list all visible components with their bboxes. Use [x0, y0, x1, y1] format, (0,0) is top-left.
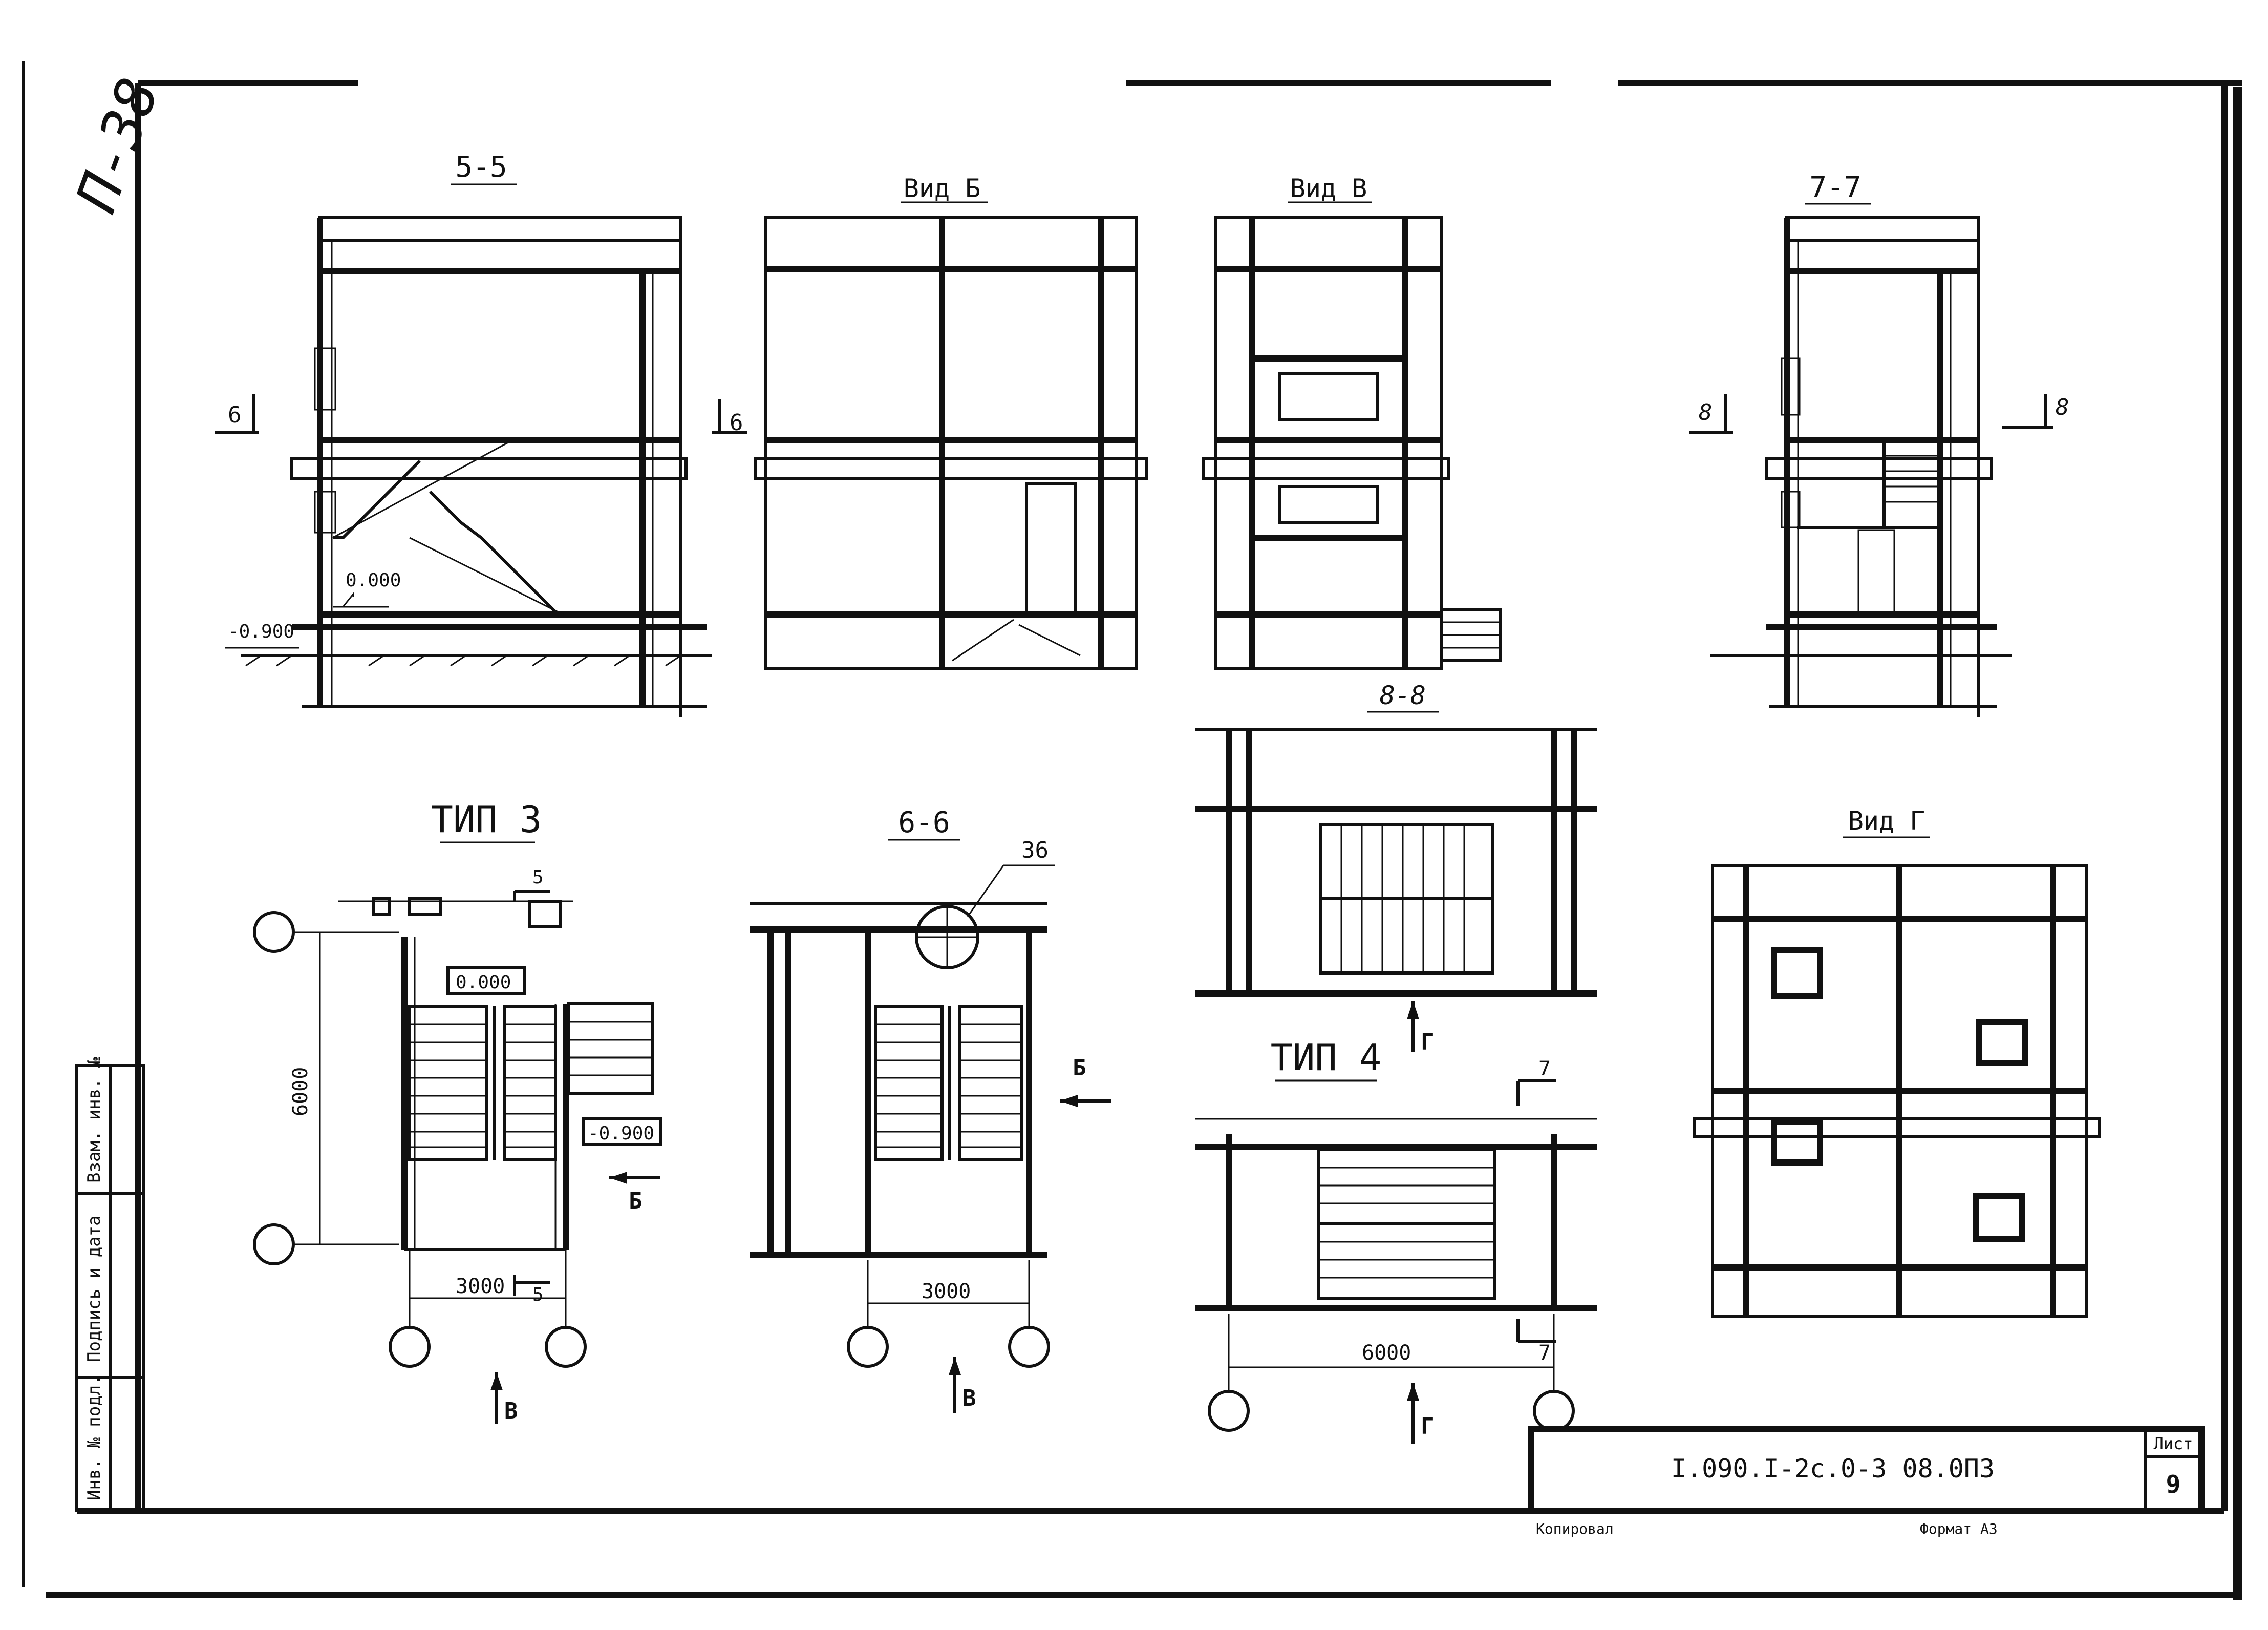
section-8-8: 8-8 Г [1195, 681, 1597, 1055]
level-minus-900-5-5: -0.900 [228, 621, 294, 642]
level-zero-type-3: 0.000 [456, 972, 511, 993]
dim-3000-type-3: 3000 [456, 1275, 505, 1298]
handwritten-sheet-note: П-38 [63, 70, 172, 220]
dim-6000-type-4: 6000 [1362, 1341, 1411, 1365]
section-8-8-title: 8-8 [1380, 681, 1426, 710]
view-v-title: Вид В [1290, 174, 1367, 203]
level-zero-5-5: 0.000 [346, 570, 401, 591]
cut-8-left: 8 [1699, 399, 1713, 426]
format-label: Формат А3 [1920, 1520, 1998, 1537]
cut-6-left: 6 [228, 402, 242, 428]
section-6-6: 6-6 36 3000 Б В [750, 806, 1111, 1413]
section-7-7-title: 7-7 [1809, 171, 1861, 204]
view-b-elevation: Вид Б [754, 174, 1148, 670]
cut-6-right: 6 [730, 410, 743, 436]
type-3-title: ТИП 3 [431, 798, 542, 841]
document-designation: I.090.I-2c.0-3 08.0ПЗ [1671, 1454, 1995, 1484]
cut-7-bottom: 7 [1538, 1341, 1551, 1365]
section-5-5-title: 5-5 [455, 151, 507, 184]
view-b-title: Вид Б [904, 174, 981, 203]
arrow-g-8-8: Г [1421, 1029, 1435, 1055]
stamp-replace-inv: Взам. инв. № [84, 1057, 104, 1183]
section-7-7: 7-7 8 8 [1689, 171, 2069, 717]
sheet-frame [22, 61, 2242, 1600]
stamp-inv-no-original: Инв. № подл. [84, 1374, 104, 1500]
sheet-number: 9 [2166, 1470, 2181, 1499]
arrow-b-6-6: Б [1073, 1055, 1086, 1081]
level-minus-900-type-3: -0.900 [588, 1123, 654, 1144]
cut-5-top: 5 [532, 867, 544, 888]
title-block: I.090.I-2c.0-3 08.0ПЗ Лист 9 Копировал Ф… [1528, 1426, 2205, 1537]
dim-6000-type-3: 6000 [289, 1067, 312, 1116]
type-4-title: ТИП 4 [1271, 1036, 1382, 1079]
view-g-title: Вид Г [1848, 806, 1925, 836]
side-stamp: Взам. инв. № Подпись и дата Инв. № подл. [75, 1057, 145, 1512]
plan-type-3: ТИП 3 6000 0.000 - [253, 798, 662, 1424]
view-g-elevation: Вид Г [1693, 806, 2101, 1318]
copied-by-label: Копировал [1536, 1520, 1614, 1537]
sheet-label: Лист [2153, 1434, 2193, 1453]
section-6-6-title: 6-6 [898, 806, 950, 839]
cut-7-top: 7 [1538, 1057, 1551, 1081]
dim-3000-6-6: 3000 [922, 1280, 971, 1303]
cut-5-bottom: 5 [532, 1284, 544, 1305]
arrow-g-type-4: Г [1421, 1413, 1435, 1440]
arrow-b-type-3: Б [629, 1188, 643, 1214]
arrow-v-6-6: В [962, 1385, 976, 1411]
node-ref-36: 36 [1021, 837, 1049, 863]
section-5-5: 5-5 6 6 0.000 [215, 151, 747, 717]
arrow-v-type-3: В [504, 1398, 518, 1424]
view-v-elevation: Вид В [1202, 174, 1502, 670]
stamp-signature-date: Подпись и дата [84, 1215, 104, 1362]
plan-type-4: ТИП 4 7 7 6000 Г [1195, 1036, 1597, 1444]
cut-8-right: 8 [2056, 394, 2069, 420]
